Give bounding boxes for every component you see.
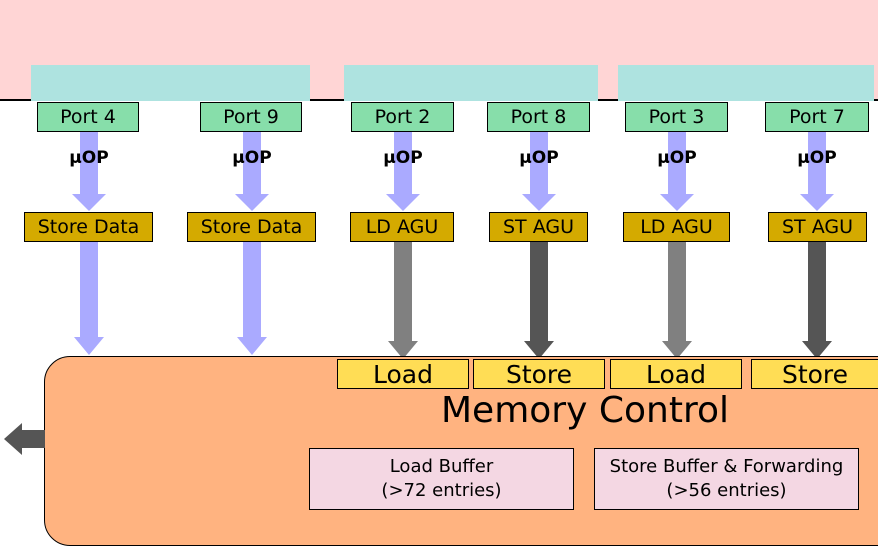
uop-arrow-port-8 bbox=[522, 132, 556, 211]
store-slot-2: Store bbox=[751, 359, 878, 389]
data-arrow-port-9 bbox=[237, 242, 267, 355]
uop-label-port-3: µOP bbox=[657, 148, 697, 168]
st-agu-port-8: ST AGU bbox=[489, 212, 588, 242]
port-9-box: Port 9 bbox=[200, 102, 302, 132]
uop-arrow-port-2 bbox=[386, 132, 420, 211]
uop-label-port-4: µOP bbox=[69, 148, 109, 168]
data-arrow-port-4 bbox=[74, 242, 104, 355]
load-arrow-port-3 bbox=[662, 242, 692, 359]
port-2-box: Port 2 bbox=[351, 102, 454, 132]
store-arrow-port-8 bbox=[524, 242, 554, 359]
uop-label-port-7: µOP bbox=[797, 148, 837, 168]
uop-arrows bbox=[72, 132, 834, 211]
store-slot-1: Store bbox=[473, 359, 605, 389]
memory-output-arrow bbox=[4, 423, 45, 455]
store-buffer-label: Store Buffer & Forwarding bbox=[609, 456, 844, 477]
store-arrow-port-7 bbox=[802, 242, 832, 359]
load-buffer-label: Load Buffer bbox=[389, 456, 494, 477]
port-3-box: Port 3 bbox=[625, 102, 728, 132]
store-buffer-entries: (>56 entries) bbox=[666, 480, 787, 501]
dispatch-group-port-3-7 bbox=[618, 65, 874, 101]
uop-arrow-port-3 bbox=[660, 132, 694, 211]
load-slot-2: Load bbox=[610, 359, 742, 389]
uop-label-port-2: µOP bbox=[383, 148, 423, 168]
port-7-box: Port 7 bbox=[765, 102, 869, 132]
uop-arrow-port-9 bbox=[235, 132, 269, 211]
load-buffer: Load Buffer (>72 entries) bbox=[309, 448, 574, 510]
load-arrow-port-2 bbox=[388, 242, 418, 359]
output-arrow-layer bbox=[4, 423, 45, 455]
load-slot-1: Load bbox=[337, 359, 469, 389]
store-data-unit-port-4: Store Data bbox=[24, 212, 153, 242]
store-buffer: Store Buffer & Forwarding (>56 entries) bbox=[594, 448, 859, 510]
arrows-layer bbox=[72, 132, 834, 359]
uop-label-port-9: µOP bbox=[232, 148, 272, 168]
dispatch-group-port-2-8 bbox=[344, 65, 598, 101]
port-8-box: Port 8 bbox=[487, 102, 590, 132]
store-data-unit-port-9: Store Data bbox=[187, 212, 316, 242]
ld-agu-port-2: LD AGU bbox=[350, 212, 454, 242]
st-agu-port-7: ST AGU bbox=[768, 212, 867, 242]
load-buffer-entries: (>72 entries) bbox=[381, 480, 502, 501]
uop-arrow-port-4 bbox=[72, 132, 106, 211]
dispatch-group-store-data bbox=[31, 65, 310, 101]
port-4-box: Port 4 bbox=[37, 102, 139, 132]
memory-arrows bbox=[74, 242, 832, 359]
memory-control-title: Memory Control bbox=[441, 390, 729, 431]
uop-arrow-port-7 bbox=[800, 132, 834, 211]
uop-label-port-8: µOP bbox=[519, 148, 559, 168]
ld-agu-port-3: LD AGU bbox=[623, 212, 730, 242]
